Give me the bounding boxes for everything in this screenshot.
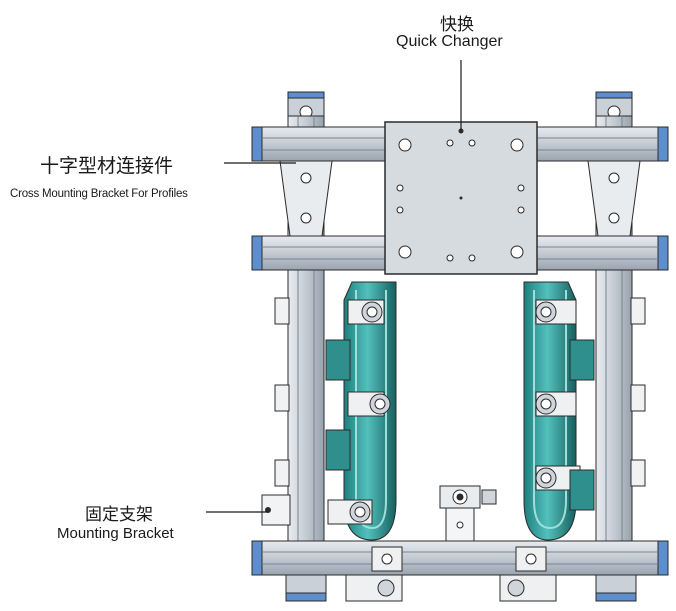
quick-changer-label-cn: 快换 — [440, 15, 474, 35]
cross-mounting-bracket-right — [587, 160, 641, 237]
cross-bracket-label-en: Cross Mounting Bracket For Profiles — [10, 188, 188, 200]
bottom-rail — [251, 540, 669, 576]
center-sensor-bracket — [439, 485, 497, 543]
top-right-cap — [595, 91, 633, 119]
quick-changer-label-en: Quick Changer — [396, 33, 503, 50]
quick-changer-plate — [384, 121, 538, 275]
cross-bracket-label-cn: 十字型材连接件 — [40, 155, 174, 177]
left-side-brackets — [274, 297, 290, 487]
left-actuators — [325, 299, 391, 525]
mounting-bracket-label-en: Mounting Bracket — [57, 525, 174, 542]
mounting-bracket-label-cn: 固定支架 — [85, 505, 153, 525]
right-actuators — [535, 299, 595, 511]
bottom-connectors — [285, 574, 637, 602]
top-left-cap — [287, 91, 325, 119]
right-side-brackets — [630, 297, 646, 487]
mounting-bracket-left — [261, 494, 291, 526]
